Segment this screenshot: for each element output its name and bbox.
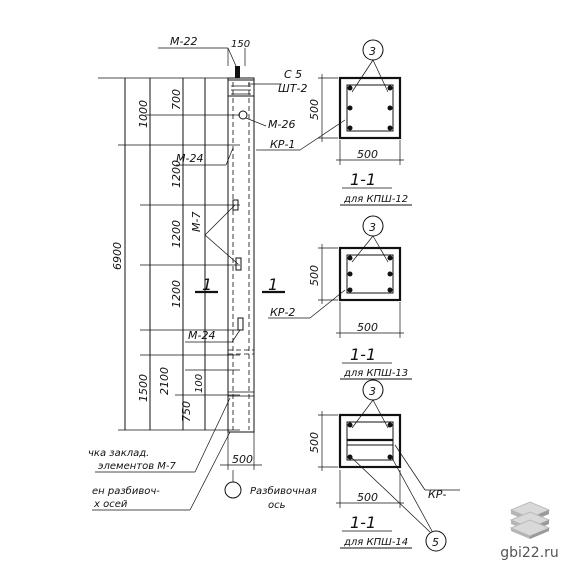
section-mark-left: 1 bbox=[202, 275, 212, 294]
dimension-ticks bbox=[98, 77, 240, 431]
section-1-callout-text: 3 bbox=[369, 45, 376, 58]
dim-seg-3: 1200 bbox=[170, 220, 183, 248]
watermark-site: gbi22.ru bbox=[500, 545, 559, 561]
embed-m24 bbox=[237, 317, 244, 331]
section-1-dim-h: 500 bbox=[308, 99, 321, 120]
dim-seg-1: 1000 bbox=[137, 100, 150, 128]
label-m7: М-7 bbox=[190, 212, 203, 232]
dim-seg-2: 1200 bbox=[170, 160, 183, 188]
label-m24-lower: М-24 bbox=[188, 329, 215, 342]
section-kpsh14: 500 500 3 КР- 5 1-1 для КПШ-14 bbox=[308, 379, 460, 552]
section-outline bbox=[338, 413, 402, 469]
dim-bottom-width: 500 bbox=[232, 453, 253, 466]
label-sht2: ШТ-2 bbox=[278, 82, 307, 95]
section-1-title: 1-1 bbox=[350, 170, 376, 189]
note-axis-2: х осей bbox=[93, 499, 128, 510]
dim-inner-700: 700 bbox=[170, 89, 183, 110]
embed-m7-b bbox=[235, 257, 242, 271]
section-kpsh12: 500 500 3 1-1 для КПШ-12 bbox=[308, 39, 412, 206]
watermark[interactable]: gbi22.ru bbox=[492, 498, 567, 561]
section-mark-right: 1 bbox=[268, 275, 278, 294]
section-2-dim-w: 500 bbox=[357, 321, 378, 334]
note-embed-1: чка заклад. bbox=[88, 448, 149, 459]
section-outline bbox=[338, 246, 402, 302]
section-2-title: 1-1 bbox=[350, 345, 376, 364]
dim-top-width: 150 bbox=[231, 39, 250, 50]
label-kr1: КР-1 bbox=[270, 138, 295, 151]
label-m26: М-26 bbox=[268, 118, 295, 131]
label-m24-upper: М-24 bbox=[176, 152, 203, 165]
section-1-subtitle: для КПШ-12 bbox=[343, 194, 408, 205]
embed-m26 bbox=[238, 110, 248, 120]
section-3-callout-text: 3 bbox=[369, 385, 376, 398]
section-3-title: 1-1 bbox=[350, 513, 376, 532]
column-top-cap bbox=[227, 77, 255, 97]
section-kpsh13: 500 500 3 1-1 для КПШ-13 bbox=[308, 215, 412, 380]
stacked-slabs-logo-icon bbox=[509, 501, 550, 539]
label-kr2: КР-2 bbox=[270, 306, 295, 319]
dim-top-small: 100 bbox=[194, 374, 205, 393]
note-razb-2: ось bbox=[268, 500, 286, 511]
label-m22: М-22 bbox=[170, 35, 197, 48]
label-c5: С 5 bbox=[284, 68, 302, 81]
dim-total-height: 6900 bbox=[111, 242, 124, 270]
section-3-subtitle: для КПШ-14 bbox=[343, 537, 408, 548]
dim-seg-5: 1500 bbox=[137, 374, 150, 402]
embed-m7-a bbox=[232, 199, 239, 211]
axis-circle bbox=[224, 481, 242, 499]
section-3-callout-5 bbox=[425, 530, 447, 552]
section-3-dim-h: 500 bbox=[308, 432, 321, 453]
section-2-callout-text: 3 bbox=[369, 221, 376, 234]
dim-inner-750: 750 bbox=[180, 401, 193, 422]
section-3-dim-w: 500 bbox=[357, 491, 378, 504]
column-body bbox=[227, 79, 255, 433]
label-kr-bottom: КР- bbox=[428, 488, 446, 501]
note-embed-2: элементов М-7 bbox=[98, 461, 177, 472]
dim-seg-4: 1200 bbox=[170, 280, 183, 308]
note-axis-1: ен разбивоч- bbox=[92, 485, 160, 497]
section-3-callout-5-text: 5 bbox=[432, 536, 439, 549]
column-elevation: 1 1 500 150 6900 1000 700 1200 1200 1200… bbox=[88, 35, 346, 511]
note-razb-1: Разбивочная bbox=[250, 485, 317, 497]
section-1-dim-w: 500 bbox=[357, 148, 378, 161]
section-2-subtitle: для КПШ-13 bbox=[343, 368, 408, 379]
section-2-dim-h: 500 bbox=[308, 265, 321, 286]
section-outline bbox=[338, 76, 402, 140]
dim-inner-2100: 2100 bbox=[158, 367, 171, 395]
